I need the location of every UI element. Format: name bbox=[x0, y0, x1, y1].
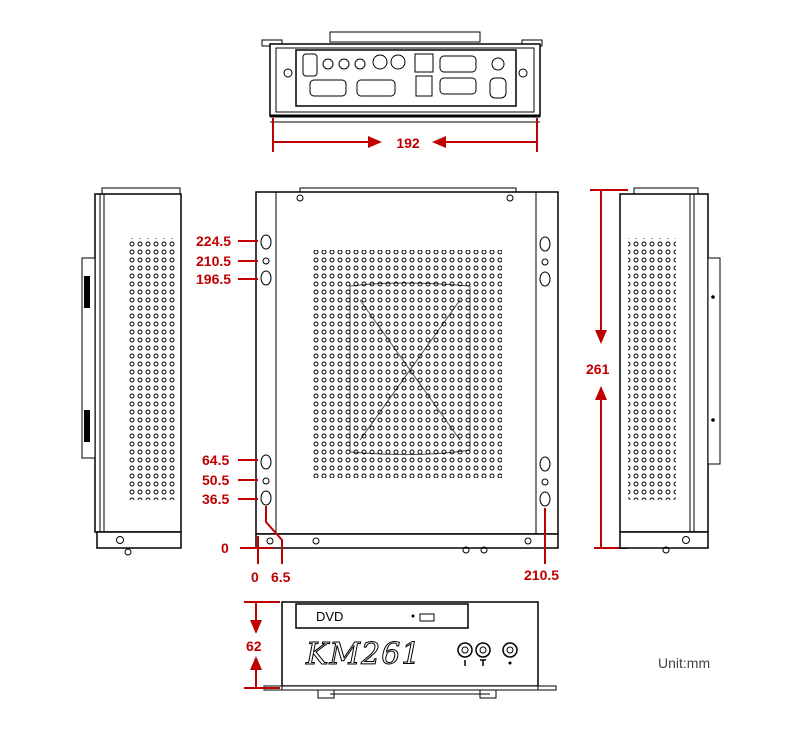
left-side-foot bbox=[96, 531, 182, 549]
screw-icon bbox=[296, 194, 304, 202]
rear-view: 192 bbox=[261, 31, 543, 152]
screw-icon bbox=[312, 537, 320, 545]
top-view: 224.5 210.5 196.5 64.5 50.5 36.5 0 0 6.5… bbox=[196, 187, 559, 585]
power-button[interactable] bbox=[502, 642, 518, 658]
mount-hole-icon bbox=[541, 478, 549, 486]
right-side-vent bbox=[628, 238, 676, 500]
mount-hole-icon bbox=[260, 270, 272, 286]
mount-hole-icon bbox=[539, 456, 551, 472]
front-audio-jack-icon bbox=[457, 642, 473, 658]
left-side-vent bbox=[128, 238, 176, 500]
left-side-view bbox=[81, 187, 182, 556]
rear-top-rail bbox=[329, 31, 481, 43]
dvd-label: DVD bbox=[316, 609, 343, 624]
screw-icon bbox=[518, 68, 528, 78]
right-side-view: 261 bbox=[586, 187, 721, 554]
mount-hole-icon bbox=[260, 454, 272, 470]
screw-icon bbox=[462, 546, 470, 554]
dc-jack-icon bbox=[491, 57, 505, 71]
usb-port-icon bbox=[414, 53, 434, 73]
screw-icon bbox=[266, 537, 274, 545]
lan-port-icon bbox=[415, 75, 433, 97]
hole-label-224-5: 224.5 bbox=[196, 233, 231, 249]
screw-icon bbox=[506, 194, 514, 202]
round-port-icon bbox=[390, 54, 406, 70]
power-led-icon bbox=[508, 661, 512, 665]
dvd-drive-bay bbox=[295, 603, 469, 629]
right-side-bracket bbox=[707, 257, 721, 465]
serial-port-icon bbox=[356, 79, 396, 97]
top-vent-grid bbox=[312, 250, 502, 478]
width-dimension-label: 192 bbox=[396, 135, 420, 151]
dvd-led-icon bbox=[411, 614, 415, 618]
hole-label-36-5: 36.5 bbox=[202, 491, 229, 507]
audio-jack-icon bbox=[354, 58, 366, 70]
serial-port-icon bbox=[439, 77, 477, 95]
screw-icon bbox=[116, 536, 124, 544]
top-view-base bbox=[255, 533, 559, 549]
front-view: DVD KM261 62 bbox=[244, 601, 557, 699]
mount-hole-icon bbox=[541, 258, 549, 266]
origin-y-label: 0 bbox=[221, 540, 229, 556]
origin-x-label: 0 bbox=[251, 569, 259, 585]
ps2-port-icon bbox=[302, 53, 318, 77]
io-shield bbox=[295, 49, 517, 107]
mount-hole-icon bbox=[539, 236, 551, 252]
hole-label-64-5: 64.5 bbox=[202, 452, 229, 468]
hole-label-196-5: 196.5 bbox=[196, 271, 231, 287]
screw-icon bbox=[480, 546, 488, 554]
unit-label: Unit:mm bbox=[658, 655, 710, 671]
model-logo: KM261 bbox=[305, 637, 421, 672]
mount-hole-icon bbox=[539, 491, 551, 507]
screw-icon bbox=[524, 537, 532, 545]
eject-button[interactable] bbox=[419, 613, 435, 622]
audio-jack-icon bbox=[322, 58, 334, 70]
front-mic-jack-icon bbox=[475, 642, 491, 658]
mount-hole-icon bbox=[260, 490, 272, 506]
screw-icon bbox=[283, 68, 293, 78]
screw-icon bbox=[682, 536, 690, 544]
right-side-foot bbox=[619, 531, 709, 549]
hole-label-210-5: 210.5 bbox=[196, 253, 231, 269]
vga-port-icon bbox=[439, 55, 477, 73]
audio-jack-icon bbox=[338, 58, 350, 70]
offset-x-label: 6.5 bbox=[271, 569, 291, 585]
screw-icon bbox=[662, 546, 670, 554]
serial-port-icon bbox=[309, 79, 347, 97]
mount-hole-icon bbox=[262, 477, 270, 485]
power-connector-icon bbox=[489, 77, 507, 99]
screw-icon bbox=[124, 548, 132, 556]
hole-label-50-5: 50.5 bbox=[202, 472, 229, 488]
right-hole-x-label: 210.5 bbox=[524, 567, 559, 583]
depth-dimension-label: 62 bbox=[246, 638, 262, 654]
mount-hole-icon bbox=[539, 271, 551, 287]
rear-chassis-inner bbox=[275, 47, 535, 113]
mount-hole-icon bbox=[260, 234, 272, 250]
mount-hole-icon bbox=[262, 257, 270, 265]
round-port-icon bbox=[372, 54, 388, 70]
height-dimension-label: 261 bbox=[586, 361, 610, 377]
